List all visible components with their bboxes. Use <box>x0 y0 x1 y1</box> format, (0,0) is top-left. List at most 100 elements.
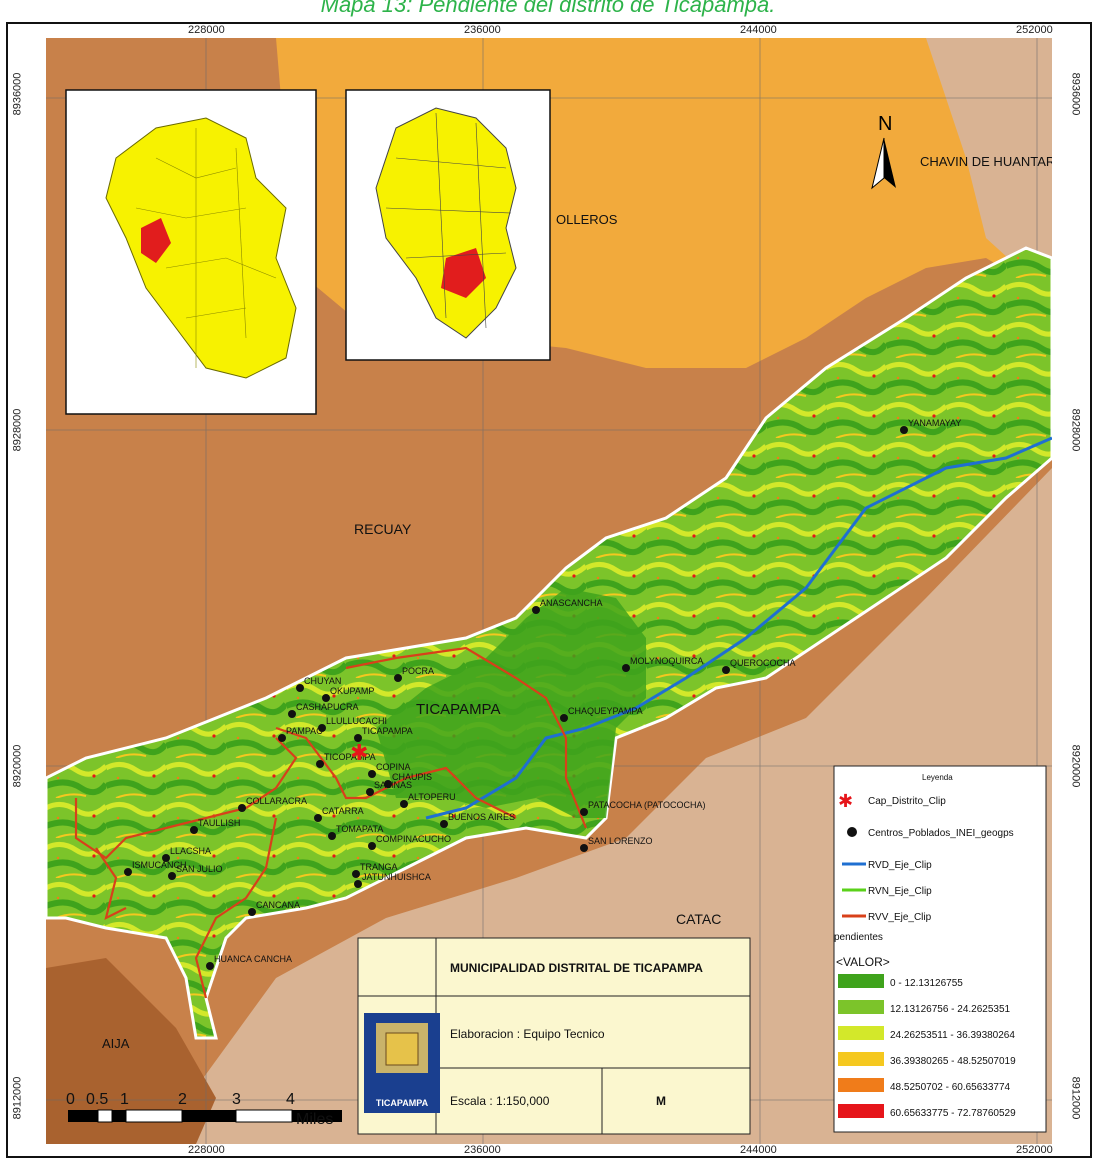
settlement-dot <box>354 734 362 742</box>
legend-classes: 0 - 12.13126755 12.13126756 - 24.2625351 2… <box>838 974 1016 1119</box>
right-tick-2: 8928000 <box>1069 408 1082 452</box>
settlement-dot <box>384 780 392 788</box>
settlement-label: TICOPAMPA <box>324 752 376 762</box>
settlement-label: JATUNHUISHCA <box>362 872 431 882</box>
settlement-dot <box>162 854 170 862</box>
settlement-dot <box>314 814 322 822</box>
settlement-dot <box>206 962 214 970</box>
settlement-dot <box>900 426 908 434</box>
settlement-label: CHAQUEYPAMPA <box>568 706 643 716</box>
scale-label-2: 2 <box>178 1091 187 1108</box>
bottom-tick-2: 236000 <box>464 1144 501 1156</box>
settlement-label: BUENOS AIRES <box>448 812 515 822</box>
label-olleros: OLLEROS <box>556 212 618 227</box>
settlement-label: TICAPAMPA <box>362 726 413 736</box>
inset-ancash <box>345 89 551 361</box>
scale-label-1: 1 <box>120 1091 129 1108</box>
settlement-label: ANASCANCHA <box>540 598 603 608</box>
label-recuay: RECUAY <box>354 521 412 537</box>
bottom-tick-1: 228000 <box>188 1144 225 1156</box>
legend-class-swatch <box>838 1078 884 1092</box>
settlement-dot <box>238 804 246 812</box>
settlement-label: CASHAPUCRA <box>296 702 359 712</box>
settlement-label: LLULLUCACHI <box>326 716 387 726</box>
legend-class-label: 48.5250702 - 60.65633774 <box>890 1082 1011 1093</box>
settlement-label: CATARRA <box>322 806 364 816</box>
settlement-label: SAN JULIO <box>176 864 223 874</box>
settlement-label: MOLYNOQUIRCA <box>630 656 703 666</box>
road-lines <box>74 646 588 999</box>
legend-star-icon: ✱ <box>838 791 853 811</box>
settlement-dot <box>580 808 588 816</box>
settlement-label: OKUPAMP <box>330 686 374 696</box>
settlement-dot <box>368 770 376 778</box>
legend-class-swatch <box>838 974 884 988</box>
title-block-elaboracion: Elaboracion : Equipo Tecnico <box>450 1027 605 1041</box>
inset-peru <box>65 89 317 415</box>
legend-value: <VALOR> <box>836 955 890 969</box>
settlement-label: PAMPAC <box>286 726 323 736</box>
scale-label-4: 4 <box>286 1091 295 1108</box>
settlement-dot <box>168 872 176 880</box>
top-tick-2: 236000 <box>464 24 501 36</box>
settlement-dot <box>328 832 336 840</box>
settlement-label: HUANCA CANCHA <box>214 954 292 964</box>
label-chavin: CHAVIN DE HUANTAR <box>920 154 1052 169</box>
settlement-dot <box>368 842 376 850</box>
title-block-escala: Escala : 1:150,000 <box>450 1094 550 1108</box>
settlement-dot <box>296 684 304 692</box>
legend-class-swatch <box>838 1026 884 1040</box>
legend-class-label: 0 - 12.13126755 <box>890 978 963 989</box>
legend-class-label: 24.26253511 - 36.39380264 <box>890 1030 1015 1041</box>
settlement-label: COLLARACRA <box>246 796 307 806</box>
bottom-tick-3: 244000 <box>740 1144 777 1156</box>
bottom-tick-4: 252000 <box>1016 1144 1053 1156</box>
settlement-label: CHUYAN <box>304 676 341 686</box>
settlement-label: CHAUPIS <box>392 772 432 782</box>
right-tick-3: 8920000 <box>1069 744 1082 788</box>
legend-class-label: 36.39380265 - 48.52507019 <box>890 1056 1016 1067</box>
region-catac-area <box>106 38 1052 1144</box>
settlement-dot <box>580 844 588 852</box>
valley-low-slope <box>376 588 646 818</box>
legend-box <box>833 765 1047 1133</box>
settlement-label: ALTOPERU <box>408 792 456 802</box>
settlement-dot <box>278 734 286 742</box>
top-tick-1: 228000 <box>188 24 225 36</box>
legend-field: pendientes <box>834 932 883 943</box>
title-block-title: MUNICIPALIDAD DISTRITAL DE TICAPAMPA <box>450 961 703 975</box>
label-aija: AIJA <box>102 1036 130 1051</box>
settlement-dot <box>288 710 296 718</box>
north-label: N <box>878 113 892 135</box>
region-aija-area <box>46 958 216 1144</box>
settlement-dot <box>352 870 360 878</box>
settlement-label: POCRA <box>402 666 434 676</box>
settlement-dot <box>400 800 408 808</box>
right-tick-1: 8936000 <box>1069 72 1082 116</box>
settlement-label: LLACSHA <box>170 846 211 856</box>
label-catac: CATAC <box>676 911 721 927</box>
settlement-dot <box>622 664 630 672</box>
legend-class-swatch <box>838 1052 884 1066</box>
settlement-label: CANCANA <box>256 900 300 910</box>
settlement-dot <box>394 674 402 682</box>
left-tick-2: 8928000 <box>11 408 24 452</box>
title-block-m: M <box>656 1094 666 1108</box>
settlement-dot <box>318 724 326 732</box>
left-tick-1: 8936000 <box>11 72 24 116</box>
legend-dot-icon <box>847 827 857 837</box>
top-tick-4: 252000 <box>1016 24 1053 36</box>
scale-label-3: 3 <box>232 1091 241 1108</box>
legend-item-rvd: RVD_Eje_Clip <box>868 860 932 871</box>
settlement-dot <box>124 868 132 876</box>
legend-class-label: 12.13126756 - 24.2625351 <box>890 1004 1011 1015</box>
legend-class-swatch <box>838 1104 884 1118</box>
settlement-label: SALINAS <box>374 780 412 790</box>
right-tick-4: 8912000 <box>1069 1076 1082 1120</box>
legend-item-centros: Centros_Poblados_INEI_geogps <box>868 828 1014 839</box>
top-tick-3: 244000 <box>740 24 777 36</box>
settlement-dot <box>560 714 568 722</box>
settlement-dot <box>322 694 330 702</box>
title-block <box>357 937 751 1135</box>
